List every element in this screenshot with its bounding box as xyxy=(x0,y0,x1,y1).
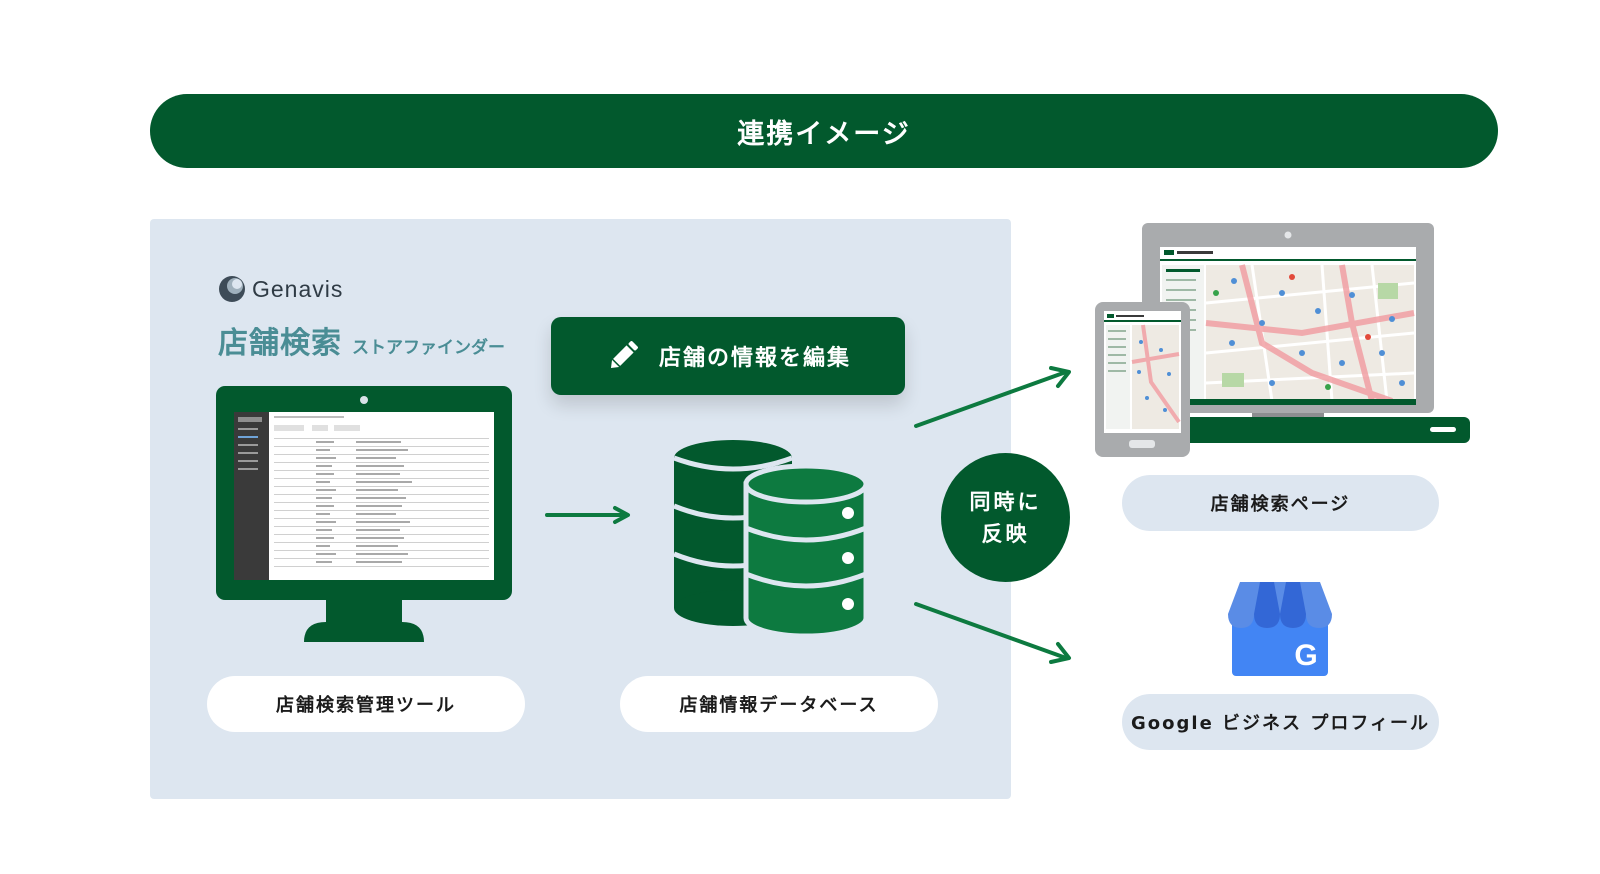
sync-line1: 同時に xyxy=(969,489,1042,514)
monitor-icon xyxy=(216,386,512,642)
product-title: 店舗検索 ストアファインダー xyxy=(218,318,505,362)
logo-text: Genavis xyxy=(252,275,344,302)
arrow-to-google-profile-icon xyxy=(914,602,1071,664)
tablet-icon xyxy=(1095,302,1190,457)
database-icon xyxy=(673,440,869,639)
product-name: 店舗検索 xyxy=(218,326,342,361)
search-page-label: 店舗検索ページ xyxy=(1122,475,1439,531)
sync-badge: 同時に 反映 xyxy=(941,453,1070,582)
sync-line2: 反映 xyxy=(981,521,1030,546)
header-banner: 連携イメージ xyxy=(150,94,1498,168)
edit-store-info-button[interactable]: 店舗の情報を編集 xyxy=(551,317,905,395)
banner-title: 連携イメージ xyxy=(737,118,911,150)
google-business-profile-icon: G xyxy=(1228,582,1332,676)
google-profile-label: Google ビジネス プロフィール xyxy=(1122,694,1439,750)
search-page-text: 店舗検索ページ xyxy=(1210,494,1351,515)
arrow-right-icon xyxy=(545,506,630,524)
database-label: 店舗情報データベース xyxy=(620,676,938,732)
genavis-logo-icon xyxy=(219,276,245,302)
edit-button-label: 店舗の情報を編集 xyxy=(658,346,851,371)
svg-text:G: G xyxy=(1294,639,1317,672)
genavis-logo: Genavis xyxy=(218,275,343,303)
arrow-to-search-page-icon xyxy=(914,366,1071,428)
product-subtitle: ストアファインダー xyxy=(352,338,505,358)
laptop-icon xyxy=(1142,223,1470,443)
admin-tool-label: 店舗検索管理ツール xyxy=(207,676,525,732)
database-text: 店舗情報データベース xyxy=(679,695,879,716)
pencil-icon xyxy=(610,341,638,369)
admin-tool-text: 店舗検索管理ツール xyxy=(276,695,456,716)
google-profile-text: Google ビジネス プロフィール xyxy=(1131,713,1430,734)
